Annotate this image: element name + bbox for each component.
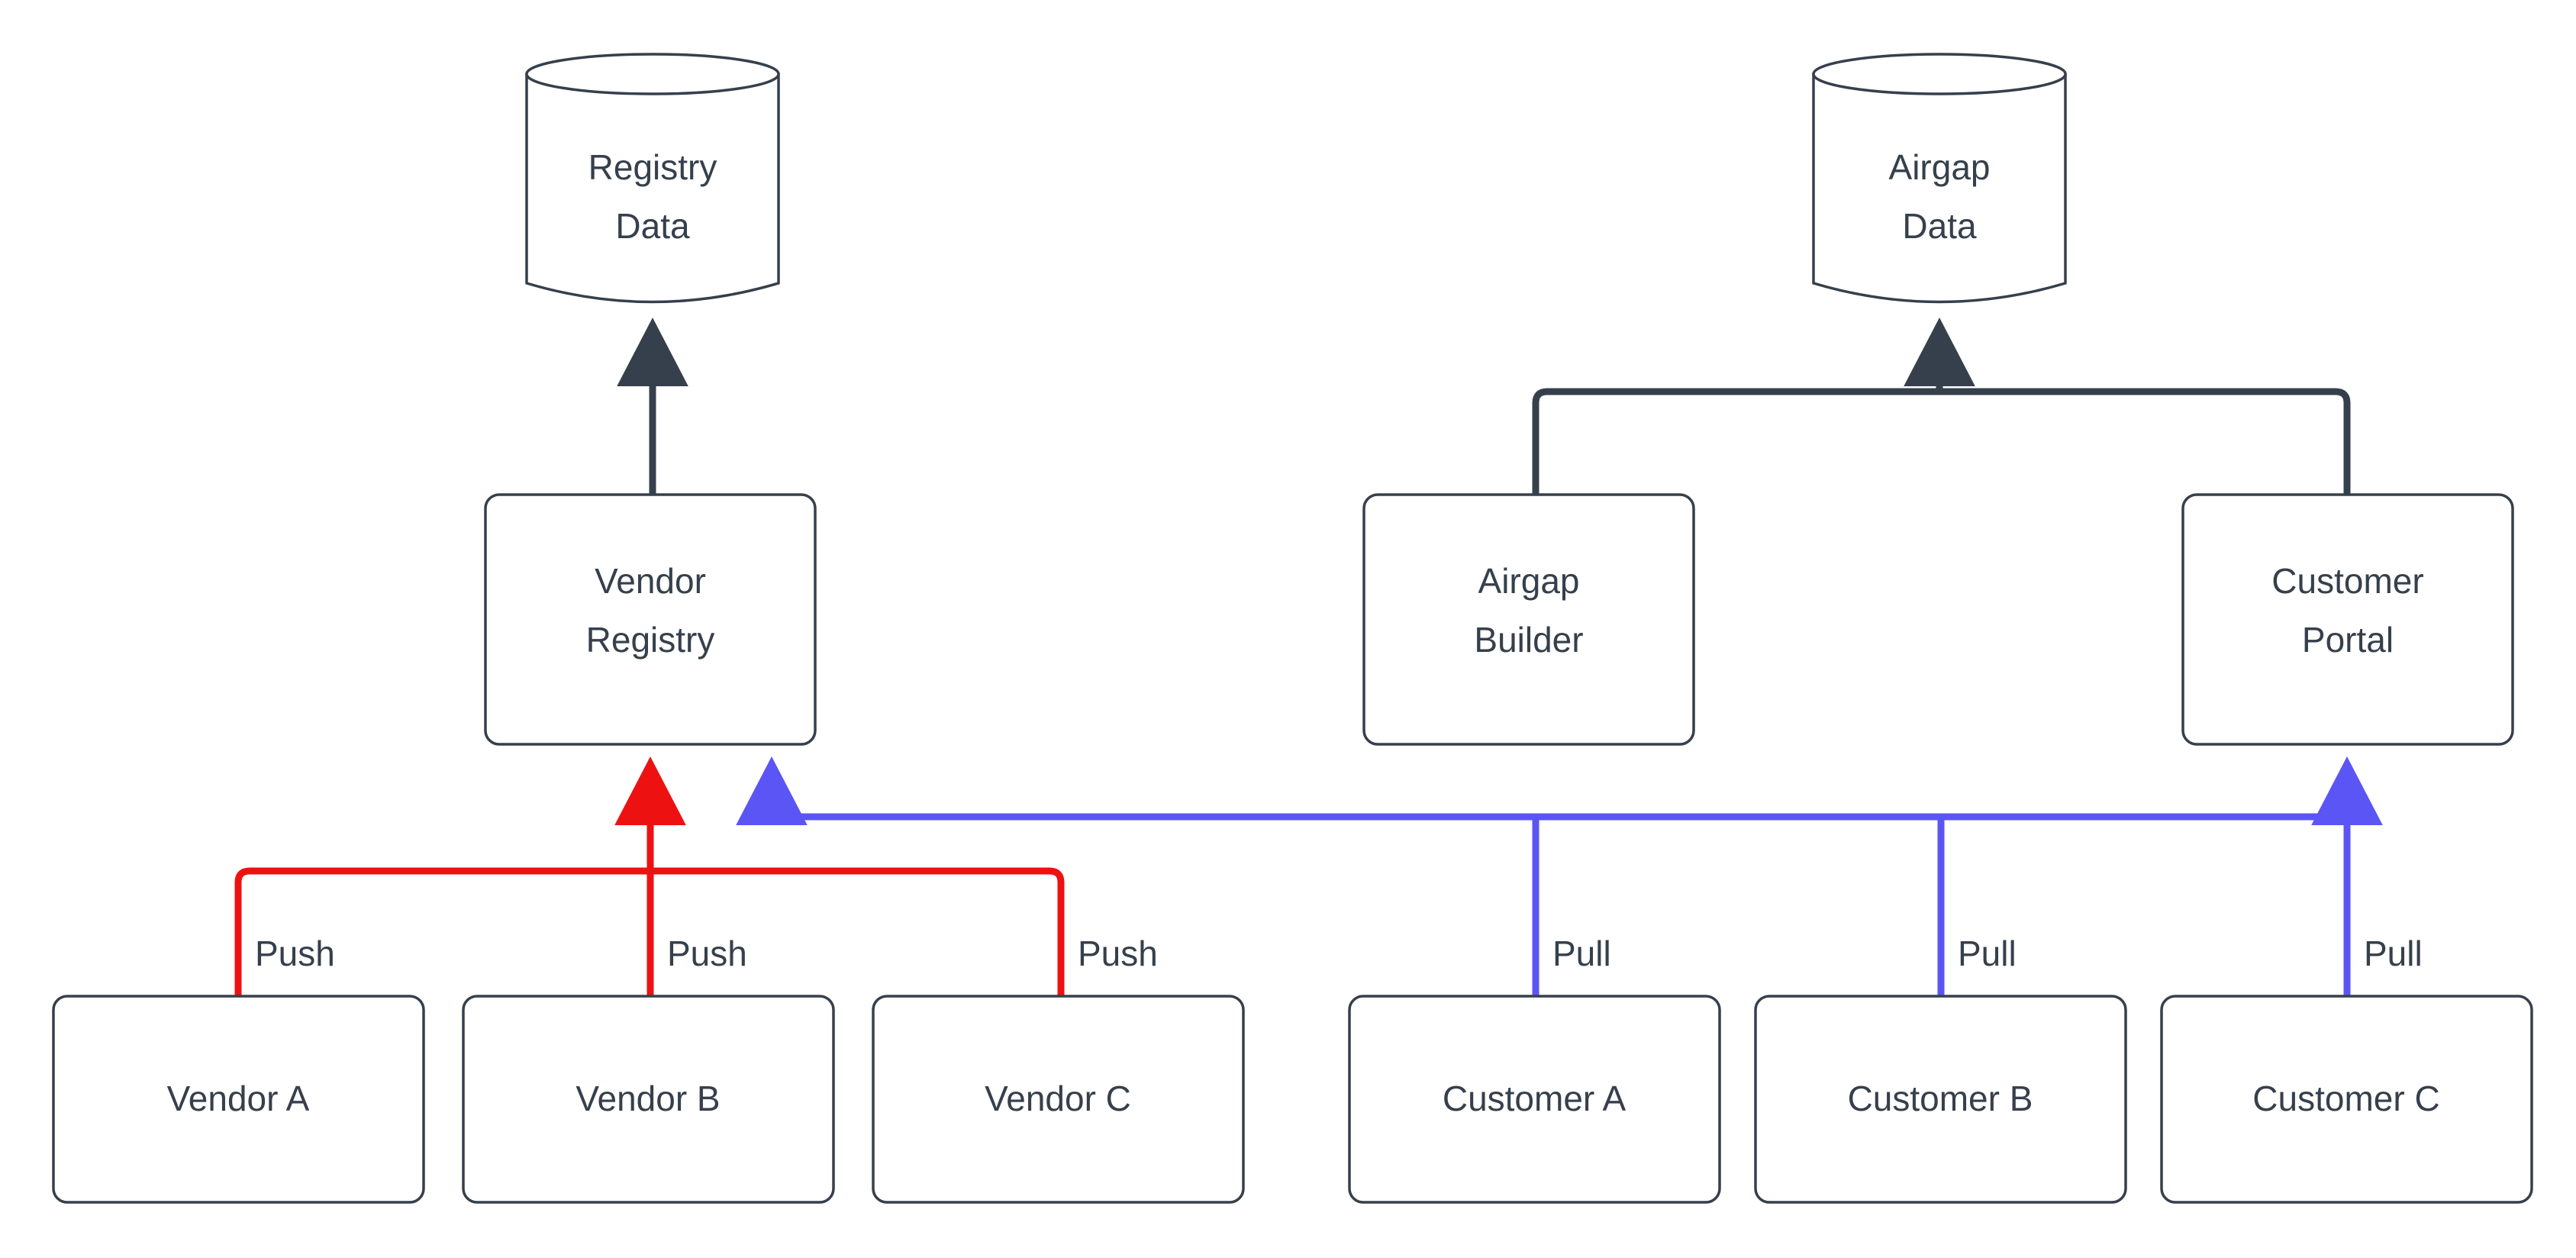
- service-customer-portal[interactable]: Customer Portal: [2181, 493, 2514, 746]
- edge-vendor-c-push: [650, 867, 1065, 996]
- actor-customer-b[interactable]: Customer B: [1754, 995, 2127, 1204]
- actor-vendor-c-label: Vendor C: [985, 1079, 1131, 1118]
- datastore-airgap-data-line2: Data: [1902, 206, 1977, 246]
- datastore-registry-data-line2: Data: [615, 206, 690, 246]
- actor-customer-a[interactable]: Customer A: [1348, 995, 1721, 1204]
- service-vendor-registry-line2: Registry: [586, 620, 715, 660]
- service-airgap-builder-line2: Builder: [1474, 620, 1583, 660]
- edge-label-push-a: Push: [255, 934, 335, 973]
- actor-vendor-b[interactable]: Vendor B: [462, 995, 835, 1204]
- actor-customer-c[interactable]: Customer C: [2160, 995, 2533, 1204]
- edge-vendor-a-push: [234, 867, 650, 996]
- service-airgap-builder-line1: Airgap: [1478, 561, 1580, 601]
- actor-vendor-b-label: Vendor B: [575, 1079, 720, 1118]
- edge-label-push-b: Push: [667, 934, 747, 973]
- actor-customer-a-label: Customer A: [1443, 1079, 1627, 1118]
- service-vendor-registry-line1: Vendor: [595, 561, 706, 601]
- actor-vendor-a[interactable]: Vendor A: [52, 995, 425, 1204]
- service-customer-portal-line2: Portal: [2302, 620, 2394, 660]
- datastore-airgap-data-line1: Airgap: [1889, 147, 1991, 187]
- service-airgap-builder[interactable]: Airgap Builder: [1362, 493, 1695, 746]
- actor-customer-c-label: Customer C: [2252, 1079, 2439, 1118]
- edge-airgap-builder-to-airgap-data: [1532, 388, 1926, 495]
- datastore-registry-data-line1: Registry: [588, 147, 717, 187]
- edge-customer-portal-to-airgap-data: [1926, 388, 2351, 495]
- datastore-registry-data[interactable]: Registry Data: [525, 53, 780, 304]
- actor-vendor-c[interactable]: Vendor C: [872, 995, 1245, 1204]
- edge-label-push-c: Push: [1078, 934, 1158, 973]
- edge-label-pull-b: Pull: [1958, 934, 2017, 973]
- datastore-airgap-data[interactable]: Airgap Data: [1812, 53, 2067, 304]
- edge-label-pull-a: Pull: [1552, 934, 1611, 973]
- service-customer-portal-line1: Customer: [2271, 561, 2423, 601]
- service-vendor-registry[interactable]: Vendor Registry: [484, 493, 817, 746]
- actor-customer-b-label: Customer B: [1848, 1079, 2033, 1118]
- actor-vendor-a-label: Vendor A: [167, 1079, 310, 1118]
- edge-label-pull-c: Pull: [2364, 934, 2423, 973]
